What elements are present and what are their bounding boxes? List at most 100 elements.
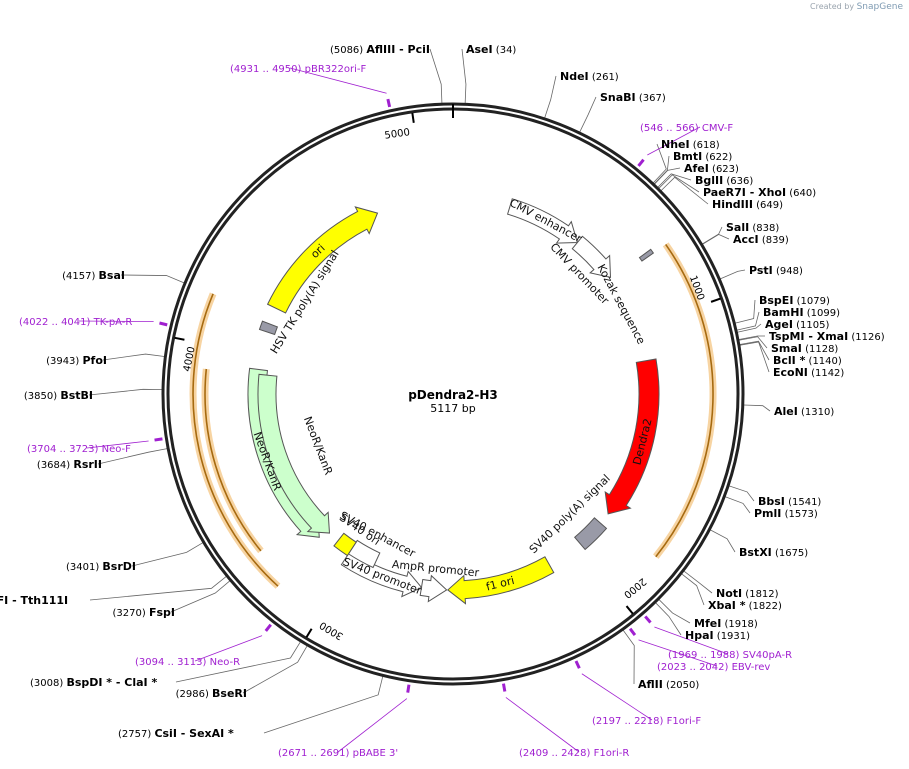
restriction-site-label[interactable]: AgeI (1105): [765, 318, 829, 331]
primer-range: (3094 .. 3113): [135, 657, 210, 668]
restriction-site-label[interactable]: BglII (636): [695, 174, 753, 187]
feature-sv40-enhancer[interactable]: [347, 539, 381, 569]
primer-label[interactable]: (2671 .. 2691) pBABE 3': [278, 748, 398, 759]
site-name-2: - SexAI *: [177, 727, 234, 740]
feature-sv40-poly-a-signal[interactable]: [574, 517, 608, 551]
restriction-site-label[interactable]: (3286) PflFI - Tth111I: [0, 594, 68, 607]
primer-name: TK-pA-R: [93, 317, 133, 328]
restriction-site-label[interactable]: (3008) BspDI * - ClaI *: [30, 676, 157, 689]
restriction-site-label[interactable]: BmtI (622): [673, 150, 732, 163]
restriction-site-label[interactable]: AccI (839): [733, 233, 789, 246]
restriction-site-label[interactable]: EcoNI (1142): [773, 366, 844, 379]
site-name: PfoI: [83, 354, 108, 367]
site-position: (3270): [113, 608, 149, 619]
restriction-site-label[interactable]: SmaI (1128): [771, 342, 838, 355]
primer-label[interactable]: (4931 .. 4950) pBR322ori-F: [230, 64, 366, 75]
restriction-site-label[interactable]: HpaI (1931): [685, 629, 750, 642]
restriction-site-label[interactable]: (4157) BsaI: [62, 269, 125, 282]
restriction-site-label[interactable]: AseI (34): [466, 43, 516, 56]
feature-cmv-enhancer[interactable]: [506, 198, 579, 244]
site-name: RsrII: [73, 458, 102, 471]
feature-sv40-ori[interactable]: [333, 532, 357, 557]
feature-cmv-promoter[interactable]: [571, 235, 612, 278]
restriction-site-label[interactable]: TspMI - XmaI (1126): [769, 330, 885, 343]
site-position: (3684): [37, 460, 73, 471]
restriction-site-label[interactable]: HindIII (649): [712, 198, 783, 211]
site-name: NotI: [716, 587, 742, 600]
restriction-site-label[interactable]: BstXI (1675): [739, 546, 808, 559]
primer-range: (2671 .. 2691): [278, 748, 353, 759]
site-leader: [429, 48, 443, 104]
site-name: TspMI: [769, 330, 805, 343]
restriction-site-label[interactable]: AleI (1310): [774, 405, 834, 418]
restriction-site-label[interactable]: BspEI (1079): [759, 294, 830, 307]
primer-label[interactable]: (1969 .. 1988) SV40pA-R: [668, 650, 792, 661]
primer-label[interactable]: (3704 .. 3723) Neo-F: [27, 444, 131, 455]
site-position: (1675): [772, 548, 809, 559]
restriction-site-label[interactable]: (3401) BsrDI: [66, 560, 136, 573]
primer-mark: [501, 683, 507, 692]
primer-label[interactable]: (3094 .. 3113) Neo-R: [135, 657, 240, 668]
site-name: SnaBI: [600, 91, 636, 104]
site-leader: [102, 353, 165, 361]
site-position: (1918): [721, 619, 758, 630]
restriction-site-label[interactable]: (2986) BseRI: [176, 687, 247, 700]
primer-label[interactable]: (2197 .. 2218) F1ori-F: [592, 716, 701, 727]
tick-label: 3000: [318, 619, 345, 642]
feature-dendra2[interactable]: [604, 358, 660, 515]
gene-band-line: [192, 293, 279, 587]
restriction-site-label[interactable]: BamHI (1099): [763, 306, 840, 319]
site-name: PstI: [749, 264, 773, 277]
restriction-site-label[interactable]: NotI (1812): [716, 587, 779, 600]
feature-neor-kanr[interactable]: [257, 373, 331, 534]
restriction-site-label[interactable]: NdeI (261): [560, 70, 619, 83]
restriction-site-label[interactable]: BbsI (1541): [758, 495, 821, 508]
site-leader: [544, 75, 557, 118]
site-leader: [97, 448, 168, 465]
gene-band-line: [655, 243, 714, 558]
site-leader: [657, 173, 692, 188]
plasmid-size: 5117 bp: [430, 402, 475, 415]
site-position: (2050): [663, 680, 700, 691]
site-name: AseI: [466, 43, 493, 56]
site-position: (1812): [742, 589, 779, 600]
restriction-site-label[interactable]: PaeR7I - XhoI (640): [703, 186, 816, 199]
site-position: (3850): [24, 391, 60, 402]
feature-hsv-tk-poly-a-signal[interactable]: [258, 320, 279, 336]
site-name: BspEI: [759, 294, 793, 307]
restriction-site-label[interactable]: AfeI (623): [684, 162, 739, 175]
restriction-site-label[interactable]: (2757) CsiI - SexAI *: [118, 727, 234, 740]
primer-label[interactable]: (2409 .. 2428) F1ori-R: [519, 748, 629, 759]
restriction-site-label[interactable]: PmlI (1573): [754, 507, 818, 520]
feature-ampr-promoter[interactable]: [419, 574, 448, 603]
restriction-site-label[interactable]: (3684) RsrII: [37, 458, 102, 471]
feature-f1-ori[interactable]: [447, 556, 555, 605]
restriction-site-label[interactable]: SalI (838): [726, 221, 779, 234]
site-leader: [622, 629, 635, 685]
feature-kozak-sequence[interactable]: [638, 248, 655, 262]
primer-label[interactable]: (4022 .. 4041) TK-pA-R: [19, 317, 132, 328]
primer-leader: [654, 626, 729, 655]
restriction-site-label[interactable]: MfeI (1918): [694, 617, 758, 630]
feature-ori[interactable]: [266, 206, 379, 314]
primer-leader: [581, 673, 653, 721]
primer-label[interactable]: (2023 .. 2042) EBV-rev: [657, 662, 770, 673]
restriction-site-label[interactable]: PstI (948): [749, 264, 803, 277]
restriction-site-label[interactable]: XbaI * (1822): [708, 599, 782, 612]
restriction-site-label[interactable]: (3943) PfoI: [46, 354, 107, 367]
restriction-site-label[interactable]: BclI * (1140): [773, 354, 842, 367]
restriction-site-label[interactable]: (3850) BstBI: [24, 389, 93, 402]
restriction-site-label[interactable]: (3270) FspI: [113, 606, 175, 619]
primer-label[interactable]: (546 .. 566) CMV-F: [640, 123, 733, 134]
restriction-site-label[interactable]: NheI (618): [661, 138, 720, 151]
restriction-site-label[interactable]: SnaBI (367): [600, 91, 666, 104]
primer-leader: [78, 320, 154, 322]
site-leader: [720, 269, 746, 280]
restriction-site-label[interactable]: (5086) AflIII - PciI: [330, 43, 430, 56]
tick-mark: [710, 297, 721, 303]
primer-mark: [159, 321, 168, 327]
site-name: AflII: [638, 678, 663, 691]
primer-range: (2197 .. 2218): [592, 716, 667, 727]
restriction-site-label[interactable]: AflII (2050): [638, 678, 699, 691]
site-name: BseRI: [212, 687, 247, 700]
